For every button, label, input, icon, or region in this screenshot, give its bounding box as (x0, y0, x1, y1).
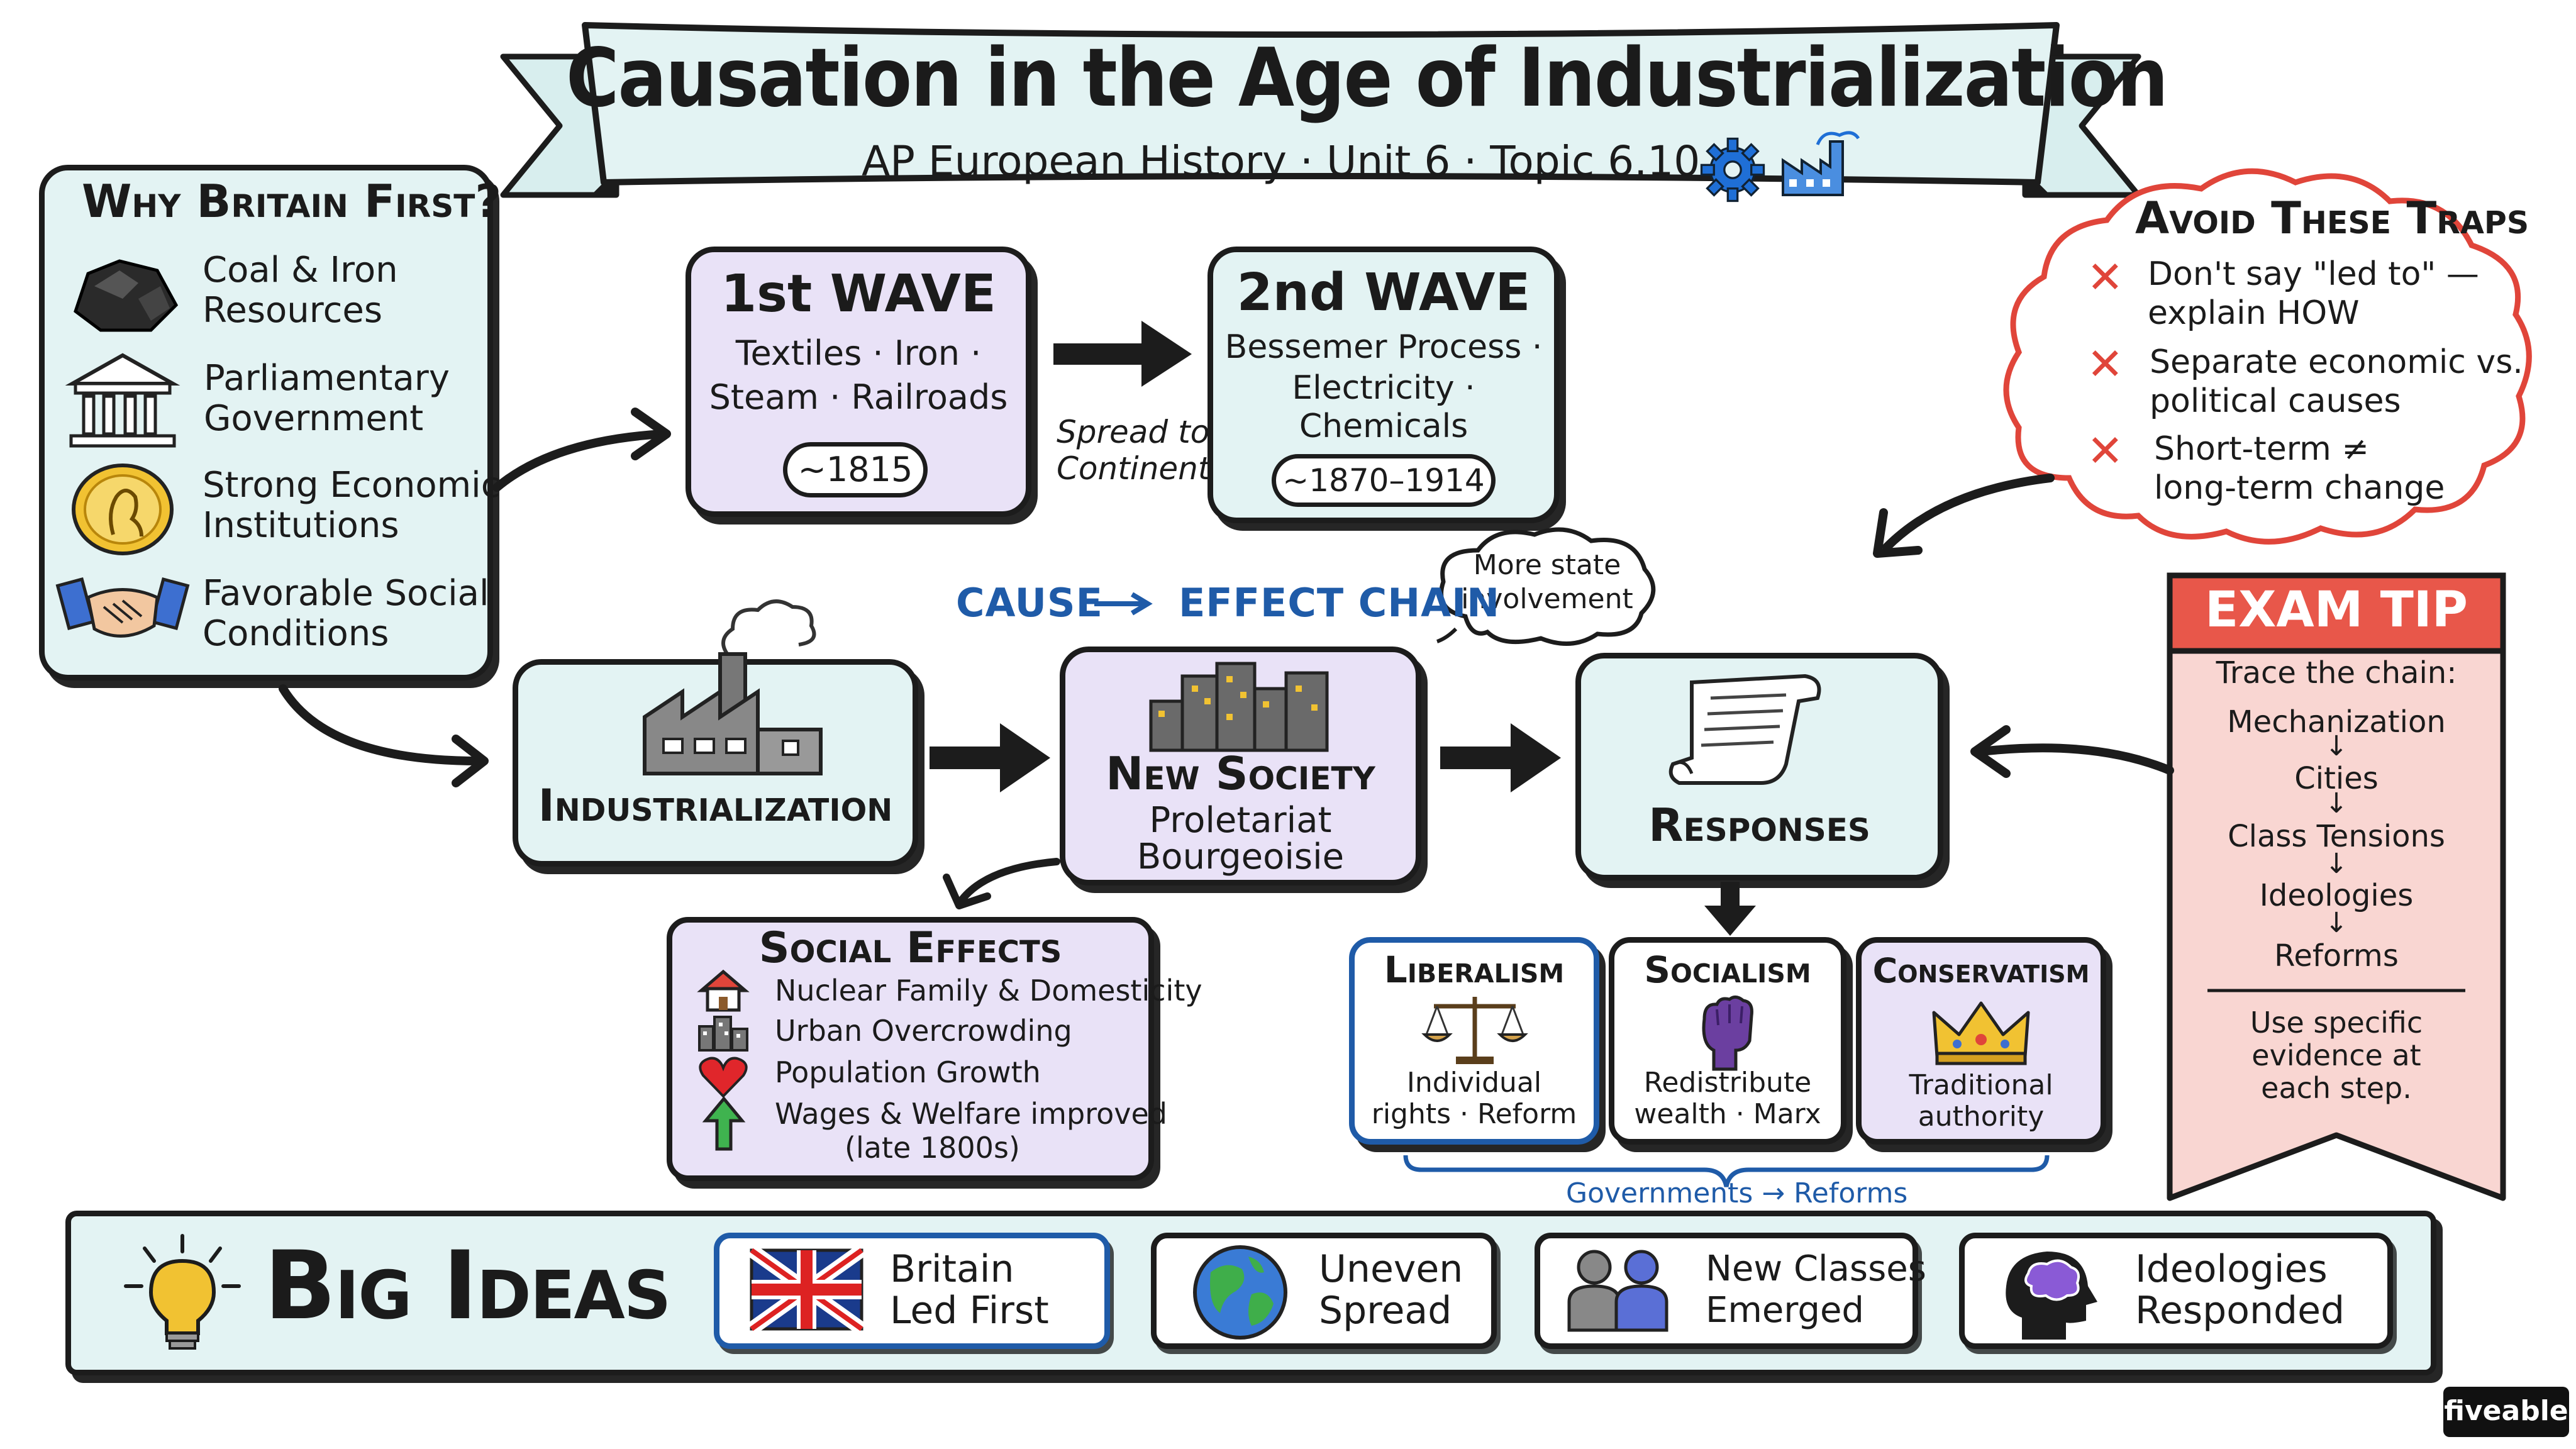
fiveable-logo: fiveable (2443, 1387, 2569, 1437)
ideologies-brace (1403, 1155, 2050, 1187)
second-wave-line3: Chemicals (1299, 408, 1468, 445)
raised-fist-icon (1702, 996, 1753, 1071)
first-wave-line1: Textiles · Iron · (735, 333, 982, 373)
trap-x-icon-2: ✕ (2087, 338, 2124, 390)
heart-icon (699, 1057, 748, 1098)
exam-tip-step-3: Class Tensions (2228, 819, 2445, 854)
conservatism-line2: authority (1918, 1101, 2045, 1133)
trap-item-1: Don't say "led to" —explain HOW (2148, 255, 2479, 332)
social-effect-2: Urban Overcrowding (775, 1014, 1072, 1048)
parliament-building-icon (65, 353, 180, 448)
exam-tip-step-2: Cities (2294, 761, 2379, 796)
title-banner (500, 22, 2141, 198)
scroll-document-icon (1668, 674, 1821, 785)
socialism-line1: Redistribute (1643, 1067, 1812, 1099)
people-icon (1567, 1250, 1668, 1332)
cloud-note-bubble (1436, 527, 1656, 646)
union-jack-icon (747, 1245, 866, 1335)
social-effect-1: Nuclear Family & Domesticity (775, 974, 1202, 1008)
gold-coin-icon (72, 464, 174, 555)
social-effects-heading: Social Effects (758, 923, 1062, 973)
city-icon (698, 1016, 748, 1052)
scales-icon (1421, 997, 1528, 1064)
exam-tip-down-arrow-4: ↓ (2324, 907, 2348, 939)
exam-tip-intro: Trace the chain: (2216, 655, 2457, 691)
new-society-line1: Proletariat (1149, 800, 1332, 841)
why-britain-heading: Why Britain First? (82, 175, 502, 228)
responses-label: Responses (1648, 799, 1870, 852)
arrow-britain-to-industrialization (279, 684, 482, 765)
lightbulb-icon (124, 1234, 241, 1350)
traps-cloud (2003, 168, 2532, 545)
conservatism-title: Conservatism (1872, 951, 2090, 991)
social-effect-3: Population Growth (775, 1055, 1041, 1089)
big-idea-card-2 (1151, 1233, 1497, 1349)
industrialization-label: Industrialization (538, 780, 893, 831)
page-title: Causation in the Age of Industrializatio… (566, 31, 2168, 125)
house-icon (697, 969, 750, 1012)
exam-tip-step-5: Reforms (2274, 938, 2399, 974)
social-effect-4: Wages & Welfare improved (775, 1097, 1167, 1131)
city-skyline-icon (1149, 662, 1329, 752)
new-society-title: New Society (1106, 747, 1375, 800)
trap-x-icon-1: ✕ (2087, 252, 2124, 303)
liberalism-line2: rights · Reform (1371, 1098, 1577, 1130)
first-wave-date-pill: ~1815 (783, 442, 928, 497)
second-wave-title: 2nd WAVE (1236, 263, 1531, 323)
exam-tip-step-4: Ideologies (2259, 878, 2414, 913)
second-wave-date-pill: ~1870–1914 (1272, 454, 1496, 507)
arrow-britain-to-wave1 (492, 430, 668, 492)
socialism-line2: wealth · Marx (1634, 1098, 1821, 1130)
new-society-line2: Bourgeoisie (1136, 836, 1345, 877)
gear-icon (1700, 137, 1765, 203)
conservatism-line1: Traditional (1909, 1069, 2053, 1101)
exam-tip-step-1: Mechanization (2227, 704, 2446, 740)
big-ideas-heading: Big Ideas (264, 1231, 671, 1341)
handshake-icon (55, 577, 190, 638)
trap-x-icon-3: ✕ (2087, 425, 2124, 477)
page-subtitle: AP European History · Unit 6 · Topic 6.1… (862, 137, 1701, 186)
governments-reforms-label: Governments → Reforms (1566, 1177, 1908, 1209)
second-wave-line1: Bessemer Process · (1224, 328, 1543, 366)
second-wave-line2: Electricity · (1292, 369, 1475, 407)
first-wave-line2: Steam · Railroads (709, 377, 1008, 417)
socialism-box (1609, 937, 1846, 1145)
liberalism-title: Liberalism (1384, 948, 1565, 991)
socialism-title: Socialism (1644, 948, 1811, 991)
coal-icon (74, 259, 179, 332)
cause-effect-arrow-icon (1094, 592, 1153, 616)
crown-icon (1932, 1001, 2030, 1065)
exam-tip-down-arrow-2: ↓ (2324, 787, 2348, 819)
social-effect-4-note: (late 1800s) (845, 1131, 1020, 1165)
globe-icon (1193, 1245, 1287, 1340)
liberalism-line1: Individual (1406, 1067, 1542, 1099)
trap-item-3: Short-term ≠long-term change (2154, 430, 2445, 507)
up-arrow-icon (702, 1096, 746, 1151)
exam-tip-down-arrow-3: ↓ (2324, 848, 2348, 880)
thinking-head-icon (2006, 1252, 2097, 1340)
trap-item-2: Separate economic vs.political causes (2150, 343, 2523, 420)
factory-smokestack-icon (643, 599, 823, 775)
exam-tip-heading: EXAM TIP (2205, 582, 2468, 638)
exam-tip-banner (2167, 572, 2506, 1201)
first-wave-title: 1st WAVE (721, 264, 996, 324)
exam-tip-down-arrow-1: ↓ (2324, 730, 2348, 762)
traps-heading: Avoid These Traps (2135, 192, 2529, 244)
factory-icon (1782, 131, 1860, 196)
